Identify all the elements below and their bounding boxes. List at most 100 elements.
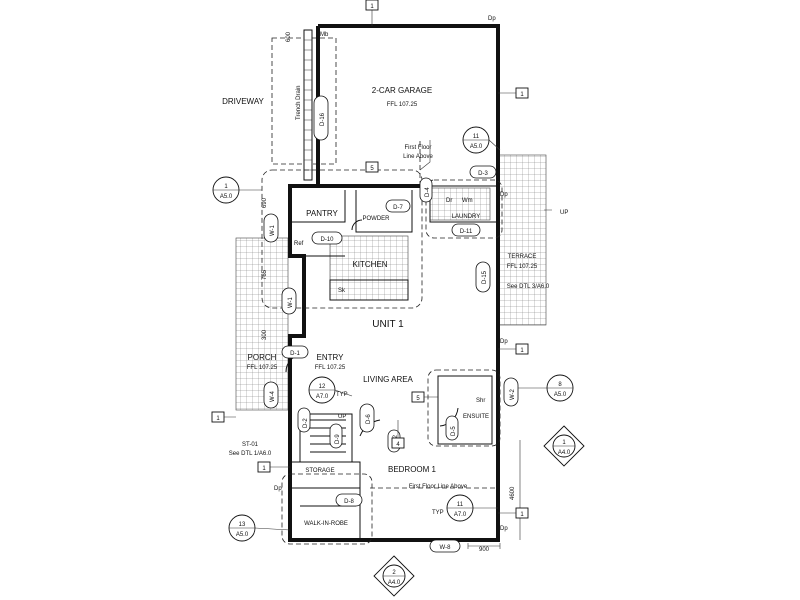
unit-title: UNIT 1 bbox=[372, 319, 404, 330]
svg-text:D-4: D-4 bbox=[425, 187, 431, 197]
svg-text:4: 4 bbox=[396, 442, 400, 448]
section-marker[interactable]: 1A5.0 bbox=[212, 176, 240, 204]
first-floor-line-note: First Floor Line Above bbox=[409, 484, 468, 490]
laundry-tiles bbox=[429, 187, 491, 221]
svg-text:D-1: D-1 bbox=[290, 351, 300, 357]
dimension-line bbox=[467, 440, 521, 549]
terrace-ffl: FFL 107.25 bbox=[507, 264, 538, 270]
svg-text:5: 5 bbox=[370, 166, 374, 172]
door-tag: D-15 bbox=[475, 261, 491, 293]
svg-text:D-16: D-16 bbox=[320, 112, 326, 126]
window-tag: W-8 bbox=[429, 539, 461, 553]
door-tag: D-9 bbox=[329, 423, 343, 449]
svg-text:A5.0: A5.0 bbox=[470, 144, 483, 150]
storage-walls bbox=[290, 461, 361, 489]
door-tag: D-3 bbox=[469, 165, 497, 179]
box-tag: 1 bbox=[515, 87, 529, 99]
room-storage: STORAGE bbox=[305, 468, 334, 474]
svg-text:W-1: W-1 bbox=[288, 296, 294, 308]
powder-walls bbox=[355, 190, 413, 233]
mb-label: Mb bbox=[320, 32, 329, 38]
box-tag: 5 bbox=[411, 391, 425, 403]
svg-text:D-11: D-11 bbox=[460, 229, 473, 235]
window-tag: W-1 bbox=[281, 287, 297, 315]
laundry-callout bbox=[425, 179, 503, 239]
room-porch: PORCH bbox=[248, 353, 277, 362]
svg-text:1: 1 bbox=[520, 92, 524, 98]
trench-drain-label: Trench Drain bbox=[296, 86, 302, 120]
exterior-wall bbox=[288, 24, 500, 542]
window-tags: W-1 W-1 W-4 W-2 W-8 bbox=[263, 213, 519, 553]
room-entry: ENTRY bbox=[317, 353, 345, 362]
box-tag: 1 bbox=[515, 507, 529, 519]
typ-label-11: TYP bbox=[432, 510, 444, 516]
dim-600: 600 bbox=[286, 31, 292, 42]
dim-765: 765 bbox=[262, 269, 268, 280]
ensuite-walls bbox=[437, 375, 493, 445]
svg-text:A7.0: A7.0 bbox=[316, 394, 329, 400]
stair-callout bbox=[281, 473, 373, 545]
trench-hatch bbox=[304, 39, 312, 171]
svg-text:D-10: D-10 bbox=[320, 237, 334, 243]
svg-text:W-2: W-2 bbox=[510, 388, 516, 400]
svg-text:12: 12 bbox=[319, 384, 326, 390]
svg-text:A4.0: A4.0 bbox=[558, 450, 571, 456]
svg-text:D-15: D-15 bbox=[482, 270, 488, 284]
svg-text:11: 11 bbox=[457, 502, 464, 508]
svg-text:1: 1 bbox=[370, 4, 374, 10]
window-tag: W-1 bbox=[263, 213, 279, 243]
room-powder: POWDER bbox=[363, 216, 391, 222]
svg-text:A5.0: A5.0 bbox=[220, 194, 233, 200]
svg-text:A7.0: A7.0 bbox=[454, 512, 467, 518]
shr-label: Shr bbox=[476, 398, 485, 404]
room-kitchen: KITCHEN bbox=[352, 260, 387, 269]
dim-4600: 4600 bbox=[510, 486, 516, 500]
svg-text:D-5: D-5 bbox=[451, 426, 457, 436]
dim-690: 690 bbox=[262, 197, 268, 208]
room-walkin: WALK-IN-ROBE bbox=[304, 521, 348, 527]
svg-text:W-1: W-1 bbox=[270, 224, 276, 236]
pantry-walls bbox=[290, 190, 346, 257]
section-marker[interactable]: 2A4.0 bbox=[373, 555, 415, 597]
section-marker[interactable]: 8A5.0 bbox=[546, 374, 574, 402]
door-tag: D-5 bbox=[445, 415, 459, 441]
room-ensuite: ENSUITE bbox=[463, 414, 489, 420]
svg-text:2: 2 bbox=[392, 570, 396, 576]
sk-label: Sk bbox=[338, 288, 346, 294]
svg-text:1: 1 bbox=[216, 416, 220, 422]
svg-text:11: 11 bbox=[473, 134, 480, 140]
svg-text:D-9: D-9 bbox=[335, 434, 341, 444]
svg-text:13: 13 bbox=[239, 522, 246, 528]
door-tag: D-6 bbox=[359, 403, 375, 433]
trench-drain bbox=[303, 29, 313, 181]
room-pantry: PANTRY bbox=[306, 209, 338, 218]
svg-text:1: 1 bbox=[224, 184, 228, 190]
svg-text:D-6: D-6 bbox=[366, 414, 372, 424]
dr-label: Dr bbox=[446, 198, 452, 204]
svg-text:8: 8 bbox=[558, 382, 562, 388]
st01-label: ST-01 bbox=[242, 442, 259, 448]
st01-note: See DTL 1/A6.0 bbox=[229, 451, 272, 457]
box-tag: 1 bbox=[515, 343, 529, 355]
ensuite-callout bbox=[427, 369, 501, 447]
svg-text:1: 1 bbox=[520, 512, 524, 518]
room-driveway: DRIVEWAY bbox=[222, 97, 264, 106]
room-laundry: LAUNDRY bbox=[452, 214, 481, 220]
dim-300: 300 bbox=[262, 329, 268, 340]
door-tag: D-10 bbox=[311, 231, 343, 245]
door-tag: D-2 bbox=[297, 407, 311, 433]
box-tag: 1 bbox=[211, 411, 225, 423]
first-floor-line bbox=[370, 140, 498, 489]
section-marker[interactable]: 1A4.0 bbox=[543, 425, 585, 467]
window-tag: W-2 bbox=[503, 377, 519, 407]
room-living: LIVING AREA bbox=[363, 375, 413, 384]
window-tag: W-4 bbox=[263, 381, 279, 409]
svg-text:5: 5 bbox=[416, 396, 420, 402]
garage-ffl: FFL 107.25 bbox=[387, 102, 418, 108]
room-garage: 2-CAR GARAGE bbox=[372, 86, 432, 95]
